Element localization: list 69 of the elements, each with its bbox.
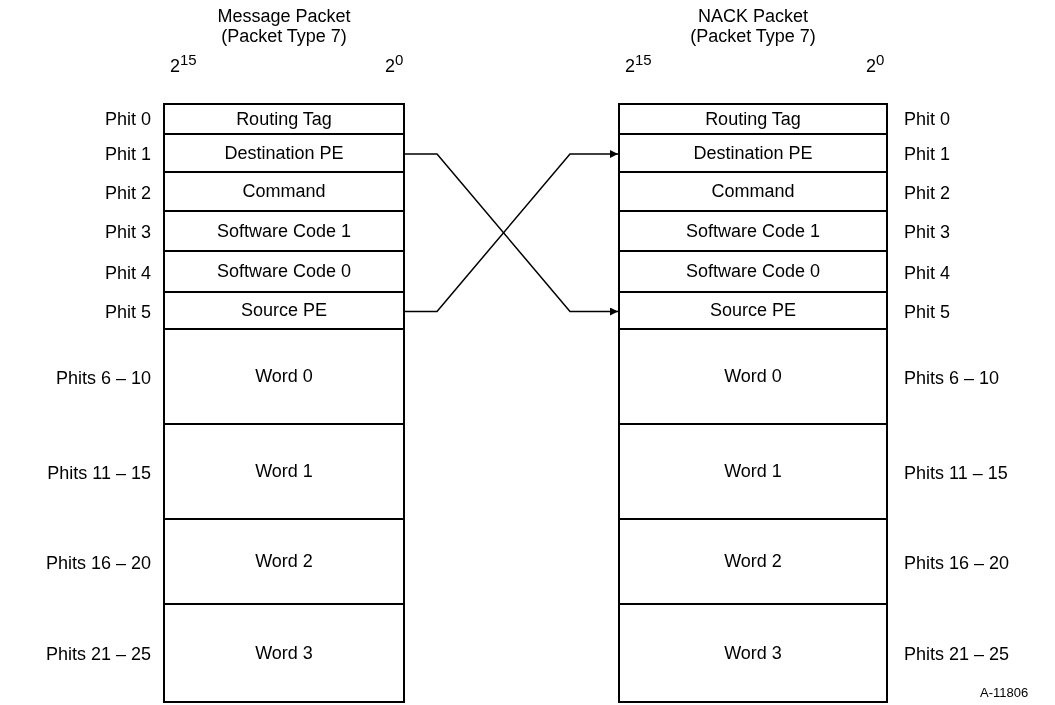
figure-number: A-11806: [980, 684, 1029, 702]
field-row: [618, 603, 888, 703]
field-name: Word 2: [724, 551, 782, 572]
field-name: Software Code 0: [685, 261, 821, 282]
field-name: Command: [242, 181, 326, 202]
field-name: Software Code 1: [685, 220, 821, 242]
field-row: [163, 133, 405, 173]
packet-subtitle: (Packet Type 7): [690, 26, 816, 46]
bit-position: 2$^{15}$: [625, 50, 652, 76]
bit-position: 2$^{15}$: [170, 50, 197, 76]
phit-label: Phit 3: [104, 222, 151, 242]
field-name: Software Code 0: [216, 261, 352, 282]
phit-label: Phit 3: [904, 222, 951, 242]
field-name: Software Code 1: [216, 220, 352, 242]
field-name: Word 3: [255, 642, 313, 664]
packet-title: Message Packet: [217, 6, 351, 26]
field-row: [163, 171, 405, 212]
field-name: Word 0: [255, 366, 313, 387]
packet-title: NACK Packet: [698, 6, 808, 26]
phit-label: Phit 1: [104, 144, 151, 164]
field-row: [618, 210, 888, 252]
field-row: [163, 291, 405, 330]
field-name: Destination PE: [224, 142, 344, 164]
phit-label: Phits 21 – 25: [45, 644, 151, 664]
field-row: [618, 250, 888, 293]
packet-subtitle: (Packet Type 7): [221, 26, 347, 46]
field-row: [618, 518, 888, 605]
field-row: [163, 210, 405, 252]
bit-position: 2$^{0}$: [866, 50, 885, 76]
phit-label: Phit 4: [104, 262, 151, 283]
field-row: [163, 518, 405, 605]
phit-label: Phit 4: [904, 262, 951, 283]
phit-label: Phits 16 – 20: [45, 552, 151, 573]
field-name: Source PE: [240, 300, 327, 321]
field-name: Destination PE: [693, 142, 813, 164]
field-name: Word 0: [724, 366, 782, 387]
phit-label: Phits 16 – 20: [904, 552, 1010, 573]
field-name: Word 2: [255, 551, 313, 572]
field-row: [618, 328, 888, 425]
field-row: [163, 103, 405, 135]
field-row: [618, 423, 888, 520]
field-row: [618, 133, 888, 173]
phit-label: Phit 5: [904, 301, 951, 322]
field-name: Word 1: [255, 461, 313, 482]
field-name: Word 3: [724, 642, 782, 664]
field-name: Word 1: [724, 461, 782, 482]
phit-label: Phit 1: [904, 144, 951, 164]
field-row: [163, 328, 405, 425]
field-row: [163, 250, 405, 293]
field-row: [618, 291, 888, 330]
field-name: Source PE: [709, 300, 796, 321]
phit-label: Phit 2: [104, 182, 151, 203]
phit-label: Phit 0: [104, 109, 151, 129]
field-row: [618, 171, 888, 212]
phit-label: Phit 5: [104, 301, 151, 322]
phit-label: Phits 6 – 10: [55, 367, 151, 388]
field-name: Routing Tag: [236, 108, 332, 130]
bit-position: 2$^{0}$: [385, 50, 404, 76]
field-row: [163, 603, 405, 703]
phit-label: Phits 21 – 25: [904, 644, 1010, 664]
phit-label: Phits 6 – 10: [904, 367, 1000, 388]
phit-label: Phit 0: [904, 109, 951, 129]
phit-label: Phits 11 – 15: [904, 462, 1008, 483]
phit-label: Phit 2: [904, 182, 951, 203]
field-row: [163, 423, 405, 520]
field-name: Routing Tag: [705, 108, 801, 130]
field-row: [618, 103, 888, 135]
field-name: Command: [711, 181, 795, 202]
phit-label: Phits 11 – 15: [47, 462, 151, 483]
